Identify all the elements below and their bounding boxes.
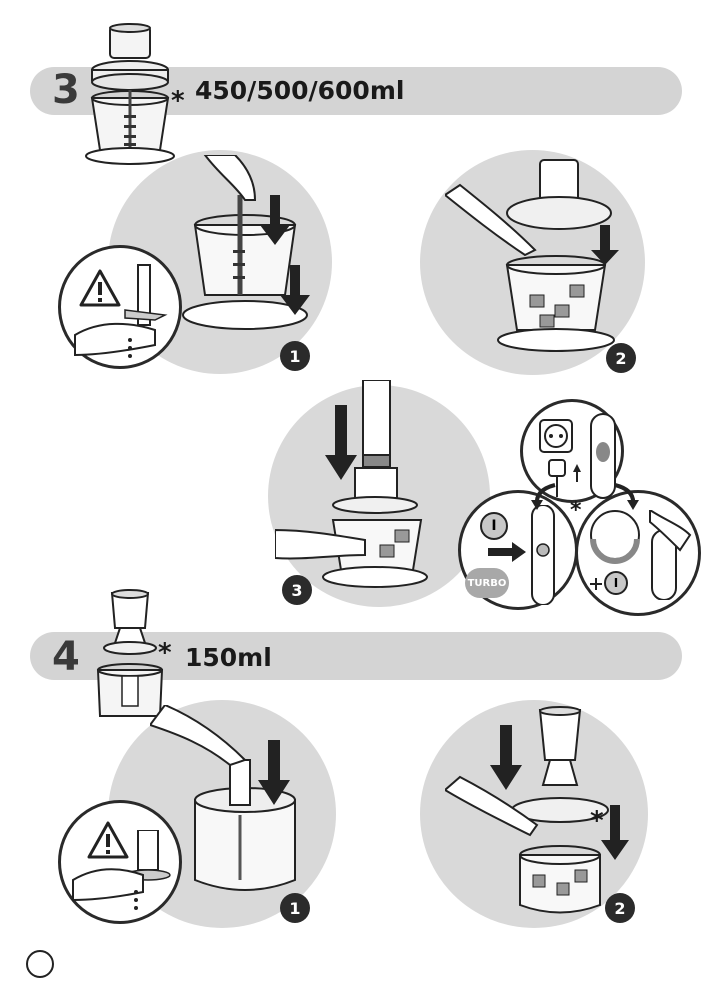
step-4-1-badge: 1 bbox=[280, 893, 310, 923]
step-4-2-asterisk: * bbox=[590, 808, 604, 834]
curved-arrows-icon bbox=[525, 480, 645, 510]
blade-hand-illustration-2 bbox=[68, 830, 178, 920]
step-3-1-illustration bbox=[175, 155, 325, 345]
step-3-2-badge: 2 bbox=[606, 343, 636, 373]
plus-icon bbox=[590, 578, 602, 590]
step-3-1-badge: 1 bbox=[280, 341, 310, 371]
section-4-number: 4 bbox=[52, 637, 80, 677]
speed-dial-icon bbox=[585, 505, 645, 565]
section-3-asterisk: * bbox=[171, 88, 185, 114]
speed-hand-illustration bbox=[640, 510, 695, 600]
page-number-circle bbox=[26, 950, 54, 978]
wall-socket-icon bbox=[538, 418, 574, 454]
step-3-2-illustration bbox=[445, 155, 625, 355]
step-4-2-illustration bbox=[445, 705, 635, 915]
step-3-3-badge: 3 bbox=[282, 575, 312, 605]
step-3-3-illustration bbox=[275, 380, 475, 595]
section-3-number: 3 bbox=[52, 70, 80, 110]
section-4-capacity: 150ml bbox=[185, 645, 272, 670]
step-4-2-badge: 2 bbox=[605, 893, 635, 923]
hand-button-illustration bbox=[520, 505, 570, 605]
chopper-large-bowl-image bbox=[80, 20, 180, 170]
blade-hand-illustration bbox=[70, 260, 180, 360]
power-button-small-icon: I bbox=[604, 571, 628, 595]
turbo-button-icon: TURBO bbox=[465, 568, 509, 598]
section-4-asterisk: * bbox=[158, 640, 172, 666]
power-button-icon: I bbox=[480, 512, 508, 540]
section-3-capacity: 450/500/600ml bbox=[195, 78, 404, 103]
